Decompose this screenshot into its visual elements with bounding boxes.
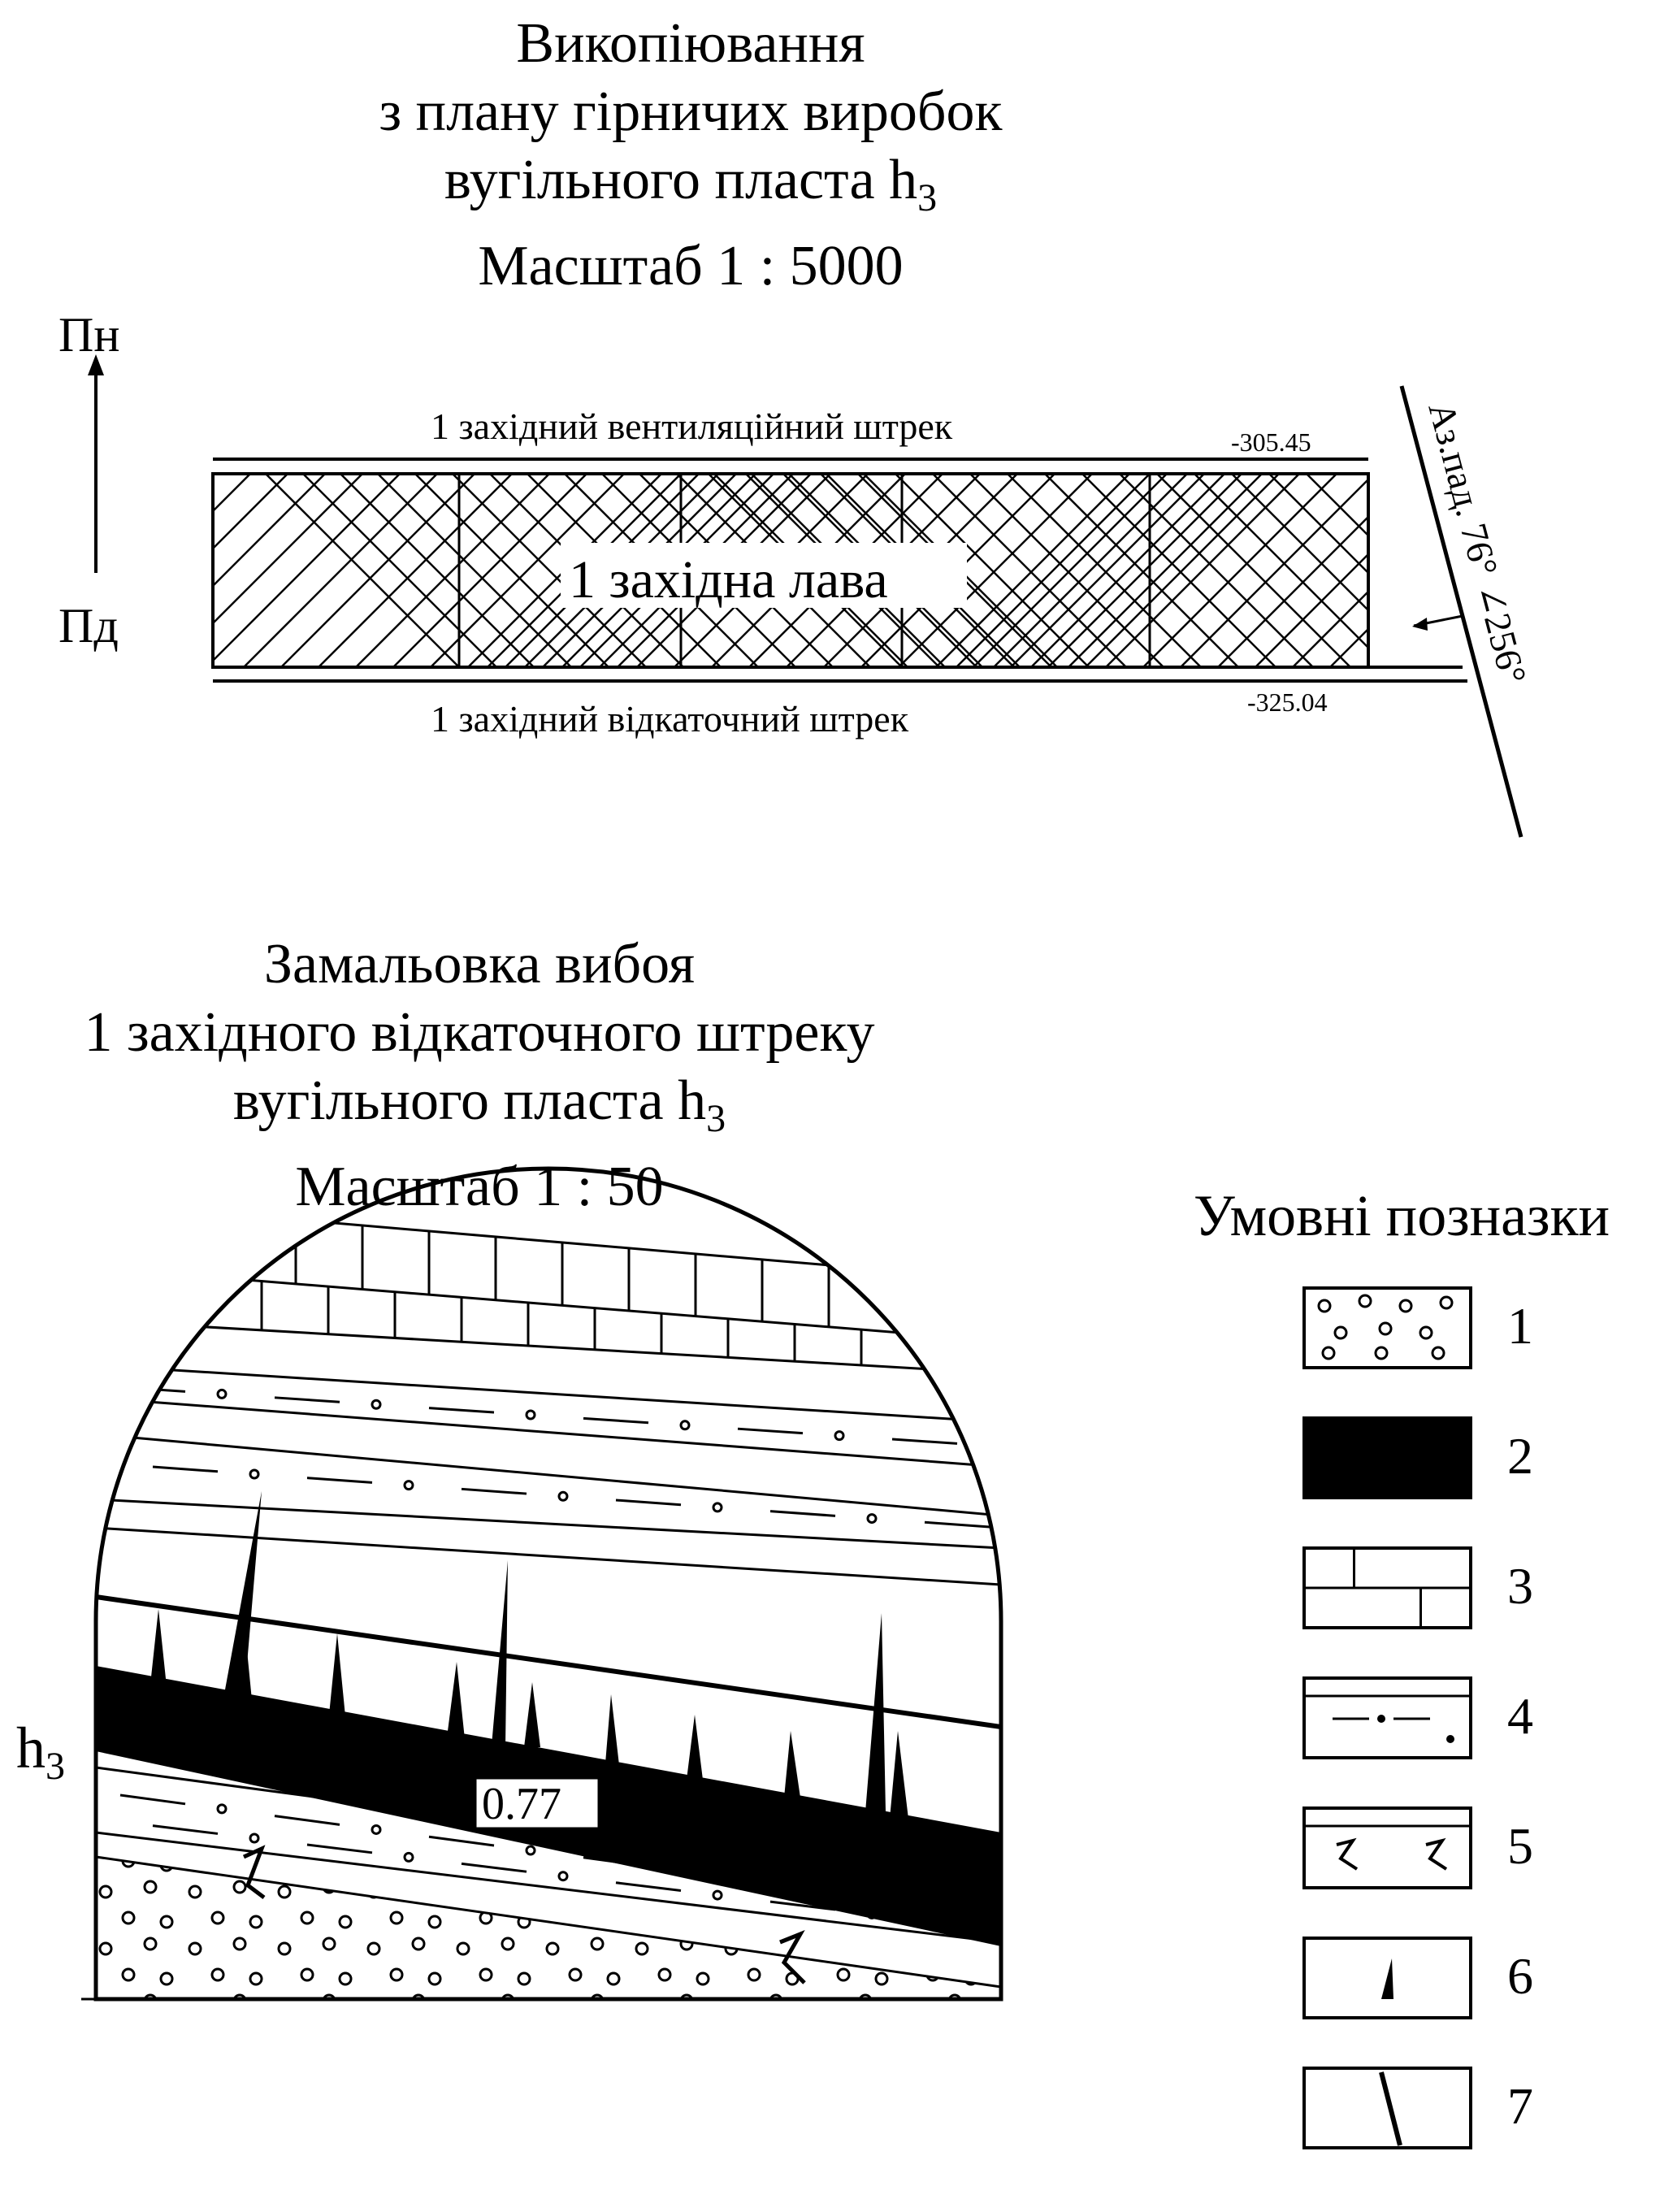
- dip-symbol: [1399, 385, 1523, 838]
- thickness-label: 0.77: [482, 1779, 561, 1829]
- dip-label: Аз.пад. 76° ∠256°: [1420, 398, 1534, 688]
- face-title-seam: вугільного пласта h: [232, 1069, 707, 1132]
- haulage-drift-label: 1 західний відкаточний штрек: [431, 698, 909, 740]
- legend-item-4: 4: [1302, 1676, 1533, 1759]
- legend: 1 2 3 4 5 6 7: [1302, 1286, 1533, 2149]
- legend-item-6: 6: [1302, 1937, 1533, 2019]
- ventilation-drift-label: 1 західний вентиляційний штрек: [431, 406, 953, 447]
- legend-label-2: 2: [1507, 1427, 1533, 1485]
- north-arrow: [88, 354, 104, 573]
- face-title-scale: Масштаб 1 : 50: [295, 1156, 664, 1218]
- face-title-line-3: вугільного пласта h3: [33, 1067, 926, 1153]
- ventilation-drift: [213, 458, 1368, 475]
- coal-cracks: [242, 1845, 806, 1984]
- legend-label-6: 6: [1507, 1947, 1533, 2005]
- plan-title-seam-index: 3: [917, 176, 938, 219]
- legend-item-3: 3: [1302, 1546, 1533, 1629]
- haulage-elevation: -325.04: [1247, 687, 1328, 717]
- legend-title: Умовні позназки: [1193, 1183, 1610, 1248]
- north-label: Пн: [59, 308, 119, 362]
- legend-label-3: 3: [1507, 1557, 1533, 1615]
- seam-label: h3: [16, 1715, 65, 1788]
- plan-title-scale: Масштаб 1 : 5000: [478, 235, 904, 297]
- plan-title-line-3: вугільного пласта h3: [146, 146, 1235, 232]
- legend-item-5: 5: [1302, 1806, 1533, 1889]
- legend-label-4: 4: [1507, 1687, 1533, 1745]
- haulage-drift: [213, 666, 1467, 683]
- plan-title-line-2: з плану гірничих виробок: [379, 80, 1003, 143]
- face-title-line-2: 1 західного відкаточного штреку: [84, 1001, 875, 1064]
- longwall-label: 1 західна лава: [569, 550, 888, 609]
- legend-label-7: 7: [1507, 2077, 1533, 2135]
- legend-label-5: 5: [1507, 1817, 1533, 1875]
- face-sketch: [81, 1166, 1003, 2002]
- face-title-line-1: Замальовка вибоя: [263, 933, 696, 995]
- legend-item-1: 1: [1302, 1286, 1533, 1369]
- plan-title: Викопіювання з плану гірничих виробок ву…: [146, 10, 1235, 301]
- ventilation-elevation: -305.45: [1231, 427, 1311, 457]
- legend-item-2: 2: [1302, 1416, 1533, 1499]
- coal-fractures: [150, 1491, 908, 1819]
- south-label: Пд: [59, 599, 119, 653]
- thickness-badge: 0.77: [474, 1776, 600, 1830]
- face-title-seam-index: 3: [706, 1097, 726, 1140]
- plan-title-seam: вугільного пласта h: [444, 149, 918, 211]
- legend-label-1: 1: [1507, 1297, 1533, 1355]
- face-title: Замальовка вибоя 1 західного відкаточног…: [33, 930, 926, 1221]
- legend-item-7: 7: [1302, 2067, 1533, 2149]
- plan-title-line-1: Викопіювання: [516, 12, 865, 75]
